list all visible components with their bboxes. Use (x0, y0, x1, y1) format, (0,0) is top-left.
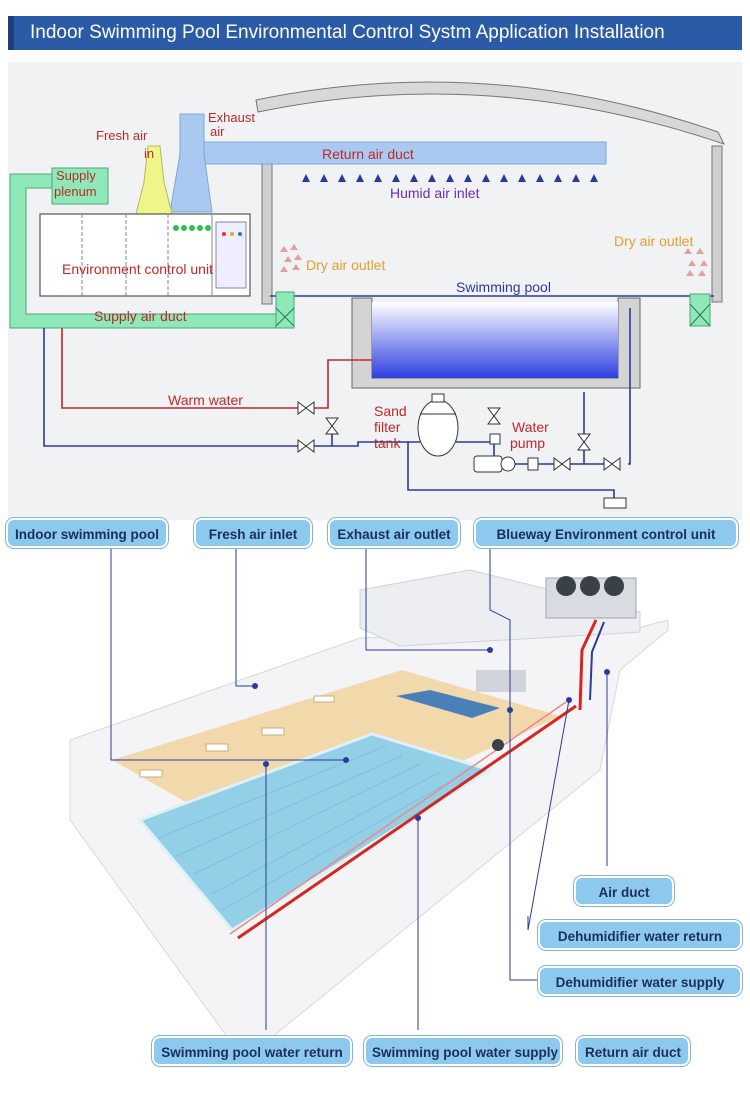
supply-duct-riser (275, 291, 295, 329)
fresh-air-label: Fresh air (96, 128, 148, 143)
riser-pipe (578, 619, 598, 711)
callout-dehumidifier-water-supply: Dehumidifier water supply (538, 966, 742, 996)
supply-air-duct-label: Supply air duct (94, 308, 187, 324)
sand-filter-label-2: filter (374, 419, 401, 435)
exhaust-stack (169, 113, 213, 213)
humid-air-arrows (302, 174, 598, 182)
callout-dehumidifier-water-return: Dehumidifier water return (538, 920, 742, 950)
callout-indoor-swimming-pool: Indoor swimming pool (6, 518, 168, 548)
callout-pool-water-return: Swimming pool water return (152, 1036, 352, 1066)
red-pipe (237, 704, 577, 940)
roof (255, 81, 725, 145)
right-duct-riser (689, 293, 711, 327)
small-pool (396, 690, 500, 718)
right-damper (689, 303, 711, 327)
water-pump-label: Water (512, 419, 549, 435)
supply-damper (275, 307, 295, 327)
valves (297, 401, 621, 471)
return-air-duct-label: Return air duct (322, 146, 414, 162)
fresh-air-label-2: in (144, 146, 154, 161)
drain-box (603, 497, 627, 509)
sand-filter-label: Sand (374, 403, 407, 419)
right-wall (711, 145, 723, 303)
callout-air-duct: Air duct (574, 876, 674, 906)
sand-filter-label-3: tank (374, 435, 401, 451)
supply-plenum-label-2: plenum (54, 184, 97, 199)
header-banner: Indoor Swimming Pool Environmental Contr… (8, 16, 742, 50)
water-pump-label-2: pump (510, 435, 545, 451)
schematic-panel: Fresh air in Exhaust air Supply plenum R… (8, 62, 742, 520)
pool-water (372, 302, 618, 378)
dry-air-outlet-right-label: Dry air outlet (614, 233, 693, 249)
swimming-pool-label: Swimming pool (456, 279, 551, 295)
schematic-diagram: Fresh air in Exhaust air Supply plenum R… (9, 81, 725, 509)
callout-fresh-air-inlet: Fresh air inlet (194, 518, 312, 548)
dry-air-arrows (280, 244, 708, 276)
supply-plenum-label: Supply (56, 168, 96, 183)
warm-water-label: Warm water (168, 392, 243, 408)
exhaust-label: Exhaust (208, 110, 255, 125)
plant-equipment (476, 670, 526, 692)
sand-filter-tank (417, 399, 459, 457)
leader-lines (110, 548, 608, 1030)
header-accent-bar (8, 16, 14, 50)
humid-air-inlet-label: Humid air inlet (390, 185, 480, 201)
callout-blueway-unit: Blueway Environment control unit (474, 518, 738, 548)
exhaust-label-2: air (210, 124, 225, 139)
page-title: Indoor Swimming Pool Environmental Contr… (30, 22, 665, 43)
left-wall (261, 153, 273, 305)
environment-control-unit (39, 213, 251, 297)
callout-pool-water-supply: Swimming pool water supply (364, 1036, 562, 1066)
pool-water-3d (137, 732, 494, 932)
pool-illustration (69, 548, 669, 1061)
supply-plenum (51, 167, 109, 205)
callout-exhaust-air-outlet: Exhaust air outlet (328, 518, 460, 548)
environment-control-unit-label: Environment control unit (62, 261, 213, 277)
dry-air-outlet-left-label: Dry air outlet (306, 257, 385, 273)
callout-return-air-duct: Return air duct (576, 1036, 690, 1066)
water-pump (473, 455, 503, 473)
supply-air-duct (9, 173, 279, 329)
